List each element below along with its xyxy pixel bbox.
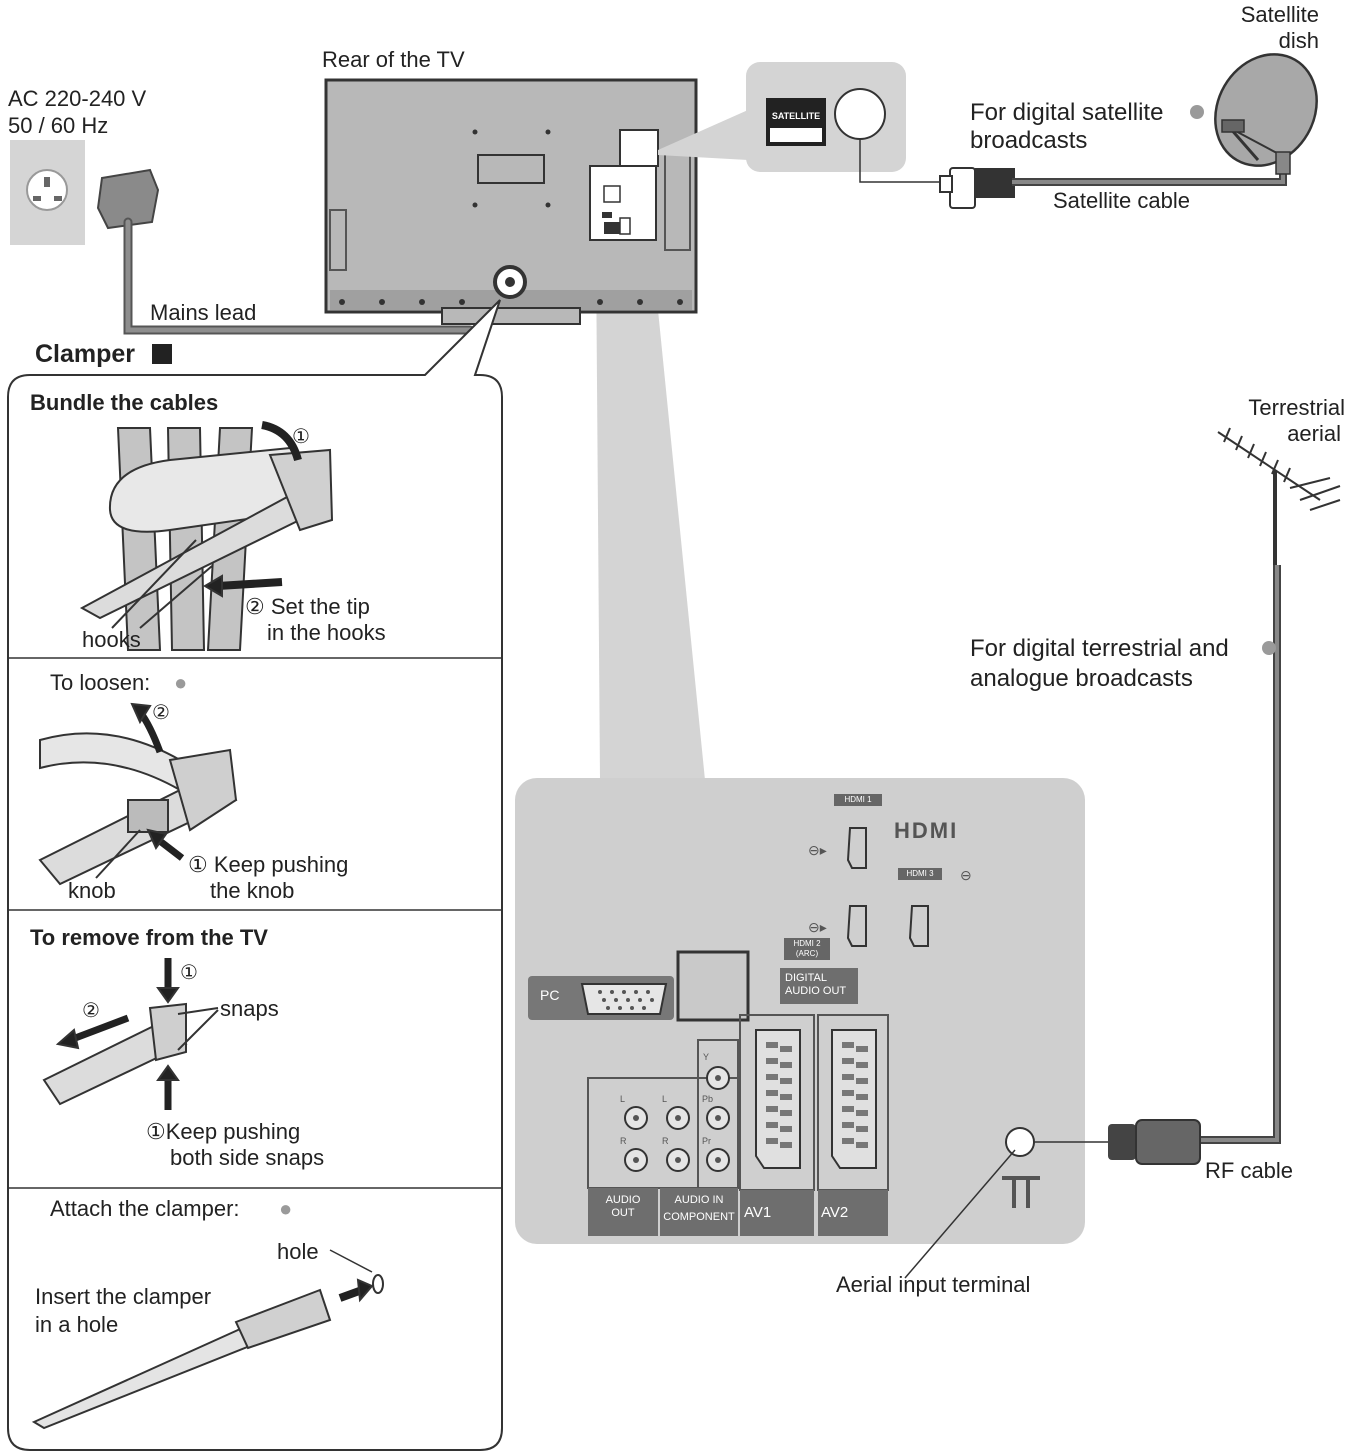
av2-label: AV2 — [821, 1204, 849, 1221]
loosen-step-1b: the knob — [210, 878, 295, 903]
terrestrial-aerial-label-1: Terrestrial — [1248, 395, 1345, 420]
jack-pr: Pr — [702, 1136, 711, 1146]
attach-bullet: ● — [279, 1196, 293, 1221]
hole-icon — [372, 1274, 384, 1294]
svg-text:⊖▸: ⊖▸ — [808, 842, 827, 858]
loosen-step-2: ② — [152, 702, 170, 724]
terrestrial-bullet — [1262, 641, 1276, 655]
audio-out-label-b: OUT — [611, 1207, 635, 1219]
ac-frequency-label: 50 / 60 Hz — [8, 113, 109, 138]
satellite-dish-icon — [1214, 53, 1318, 175]
digital-satellite-label-2: broadcasts — [970, 127, 1088, 154]
svg-text:⊖▸: ⊖▸ — [808, 919, 827, 935]
scart-av2 — [831, 1029, 877, 1169]
rf-connector-icon — [1108, 1119, 1201, 1165]
jack-r-audio-out: R — [620, 1136, 627, 1146]
aerial-leader — [904, 1149, 1016, 1279]
svg-text:⊖: ⊖ — [960, 867, 972, 883]
loosen-illustration — [38, 702, 238, 886]
remove-push-a: ①Keep pushing — [146, 1119, 301, 1144]
clamper-title: Clamper — [35, 340, 136, 368]
zoom-projection — [596, 250, 705, 780]
digital-audio-label-a: DIGITAL — [785, 972, 827, 984]
satellite-cable — [1012, 168, 1287, 186]
loosen-bullet: ● — [174, 670, 188, 695]
hooks-label: hooks — [82, 627, 141, 652]
bundle-step-2a: ② Set the tip — [245, 594, 370, 619]
satellite-dish-label-1: Satellite — [1240, 2, 1319, 27]
remove-step-1: ① — [180, 962, 198, 984]
hdmi2-label-a: HDMI 2 — [793, 939, 821, 948]
satellite-socket — [834, 88, 886, 140]
jack-pb: Pb — [702, 1094, 714, 1104]
bundle-step-2b: in the hooks — [267, 620, 386, 645]
hole-label: hole — [277, 1239, 319, 1264]
satellite-connector-icon — [939, 167, 1015, 209]
attach-illustration — [31, 1249, 384, 1430]
hdmi2-label-b: (ARC) — [795, 949, 819, 958]
hdmi-logo: HDMI — [894, 818, 959, 843]
ac-voltage-label: AC 220-240 V — [8, 86, 147, 111]
terminal-panel — [515, 778, 1085, 1244]
insert-label-b: in a hole — [35, 1312, 119, 1337]
jack-l-audio-out: L — [620, 1094, 626, 1104]
bundle-illustration — [79, 421, 334, 651]
satellite-dish-label-2: dish — [1278, 28, 1319, 53]
aerial-input-socket — [1005, 1127, 1035, 1157]
digital-terrestrial-label-2: analogue broadcasts — [970, 665, 1193, 692]
av1-label: AV1 — [744, 1204, 772, 1221]
hdmi3-label: HDMI 3 — [906, 869, 934, 878]
remove-title: To remove from the TV — [30, 925, 268, 950]
pc-label: PC — [540, 987, 560, 1003]
knob-label: knob — [68, 878, 116, 903]
jack-r-audio-in: R — [662, 1136, 669, 1146]
remove-step-2: ② — [82, 1000, 100, 1022]
bundle-title: Bundle the cables — [30, 390, 219, 415]
digital-satellite-label-1: For digital satellite — [970, 99, 1164, 126]
loosen-title: To loosen: — [50, 670, 151, 695]
audio-in-label: AUDIO IN — [674, 1194, 724, 1206]
insert-label-a: Insert the clamper — [35, 1284, 212, 1309]
remove-illustration — [42, 958, 219, 1110]
scart-av1 — [755, 1029, 801, 1169]
rf-cable-label: RF cable — [1205, 1158, 1294, 1183]
rear-of-tv-label: Rear of the TV — [322, 47, 465, 72]
bundle-step-1: ① — [292, 426, 310, 448]
remove-push-b: both side snaps — [170, 1145, 325, 1170]
loosen-step-1a: ① Keep pushing — [188, 852, 349, 877]
satellite-cable-label: Satellite cable — [1053, 188, 1190, 213]
digital-audio-label-b: AUDIO OUT — [785, 985, 847, 997]
jack-l-audio-in: L — [662, 1094, 668, 1104]
satellite-badge: SATELLITE — [771, 111, 821, 121]
terrestrial-aerial-icon — [1217, 427, 1341, 565]
digital-terrestrial-label-1: For digital terrestrial and — [970, 635, 1229, 662]
jack-y: Y — [703, 1052, 710, 1062]
component-label: COMPONENT — [663, 1211, 735, 1223]
hdmi-ports — [846, 827, 929, 947]
audio-out-label-a: AUDIO — [605, 1194, 641, 1206]
satellite-bullet — [1190, 105, 1204, 119]
hdmi1-label: HDMI 1 — [844, 795, 872, 804]
snaps-label: snaps — [220, 996, 279, 1021]
aerial-input-terminal-label: Aerial input terminal — [836, 1272, 1031, 1297]
aerial-symbol-icon — [1002, 1176, 1040, 1208]
mains-plug-icon — [96, 168, 160, 230]
mains-lead-label: Mains lead — [150, 300, 257, 325]
terrestrial-aerial-label-2: aerial — [1287, 421, 1341, 446]
attach-title: Attach the clamper: — [50, 1196, 240, 1221]
